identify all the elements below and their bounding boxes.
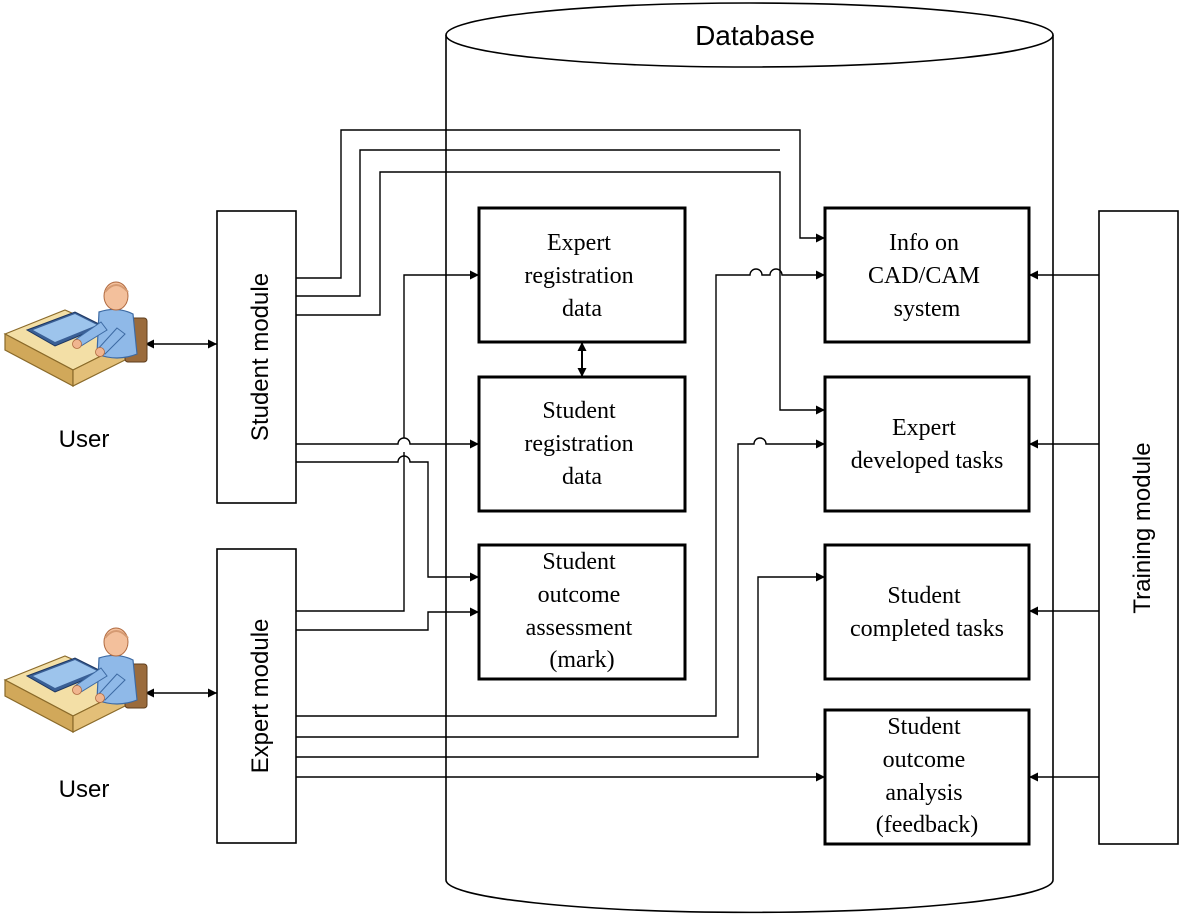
box-line: Student	[887, 583, 961, 609]
box-line: assessment	[526, 615, 633, 641]
connectors	[145, 129, 1099, 782]
database-label: Database	[695, 20, 815, 51]
training-module-label: Training module	[1129, 442, 1156, 613]
student-line-2	[296, 149, 780, 297]
box-line: (feedback)	[876, 812, 979, 838]
box-line: CAD/CAM	[868, 263, 980, 289]
expert-module-label: Expert module	[247, 619, 274, 774]
student-registration-box: Student registration data	[477, 375, 687, 513]
box-line: registration	[524, 431, 633, 457]
expert-to-completed	[296, 572, 825, 758]
outcome-analysis-box: Student outcome analysis (feedback)	[823, 708, 1031, 846]
cad-info-box: Info on CAD/CAM system	[823, 206, 1031, 344]
training-module-box: Training module	[1098, 210, 1179, 845]
expert-tasks-box: Expert developed tasks	[823, 375, 1031, 513]
expert-to-cad	[296, 268, 825, 717]
student-module-label: Student module	[247, 273, 274, 441]
box-line: system	[894, 296, 961, 322]
box-line: outcome	[883, 747, 966, 773]
expert-to-expert-reg	[296, 275, 479, 612]
user-icon	[4, 627, 148, 733]
svg-text:Student registration: Student registration data	[524, 398, 639, 490]
box-line: developed tasks	[851, 448, 1004, 474]
expert-to-expert-tasks	[296, 437, 825, 738]
svg-text:Info on CAD/CAM sy: Info on CAD/CAM system	[868, 230, 986, 322]
expert-registration-box: Expert registration data	[477, 206, 687, 344]
box-line: (mark)	[549, 647, 614, 673]
student-to-cad	[296, 129, 825, 279]
expert-to-assessment	[296, 607, 479, 631]
student-module-box: Student module	[216, 210, 297, 504]
svg-text:Student completed tasks: Student completed tasks	[850, 583, 1004, 642]
box-line: Expert	[547, 230, 611, 256]
box-line: Info on	[889, 230, 959, 256]
student-to-assessment	[296, 455, 479, 582]
box-line: data	[562, 464, 602, 490]
expert-module-box: Expert module	[216, 548, 297, 844]
svg-text:Student outcome as: Student outcome assessment (mark)	[526, 549, 639, 673]
box-line: analysis	[885, 780, 962, 806]
outcome-assessment-box: Student outcome assessment (mark)	[477, 543, 687, 681]
box-line: data	[562, 296, 602, 322]
user-icon	[4, 281, 148, 387]
user-label-bottom: User	[59, 776, 110, 803]
box-line: Student	[887, 714, 961, 740]
box-line: Expert	[892, 415, 956, 441]
box-line: Student	[542, 398, 616, 424]
student-to-expert-tasks	[296, 171, 825, 415]
svg-text:Student outcome an: Student outcome analysis (feedback)	[876, 714, 979, 838]
box-line: outcome	[538, 582, 621, 608]
user-label-top: User	[59, 426, 110, 453]
completed-tasks-box: Student completed tasks	[823, 543, 1031, 681]
box-line: registration	[524, 263, 633, 289]
box-line: Student	[542, 549, 616, 575]
svg-text:Expert registration: Expert registration data	[524, 230, 639, 322]
svg-text:Expert developed tasks: Expert developed tasks	[851, 415, 1004, 474]
box-line: completed tasks	[850, 616, 1004, 642]
